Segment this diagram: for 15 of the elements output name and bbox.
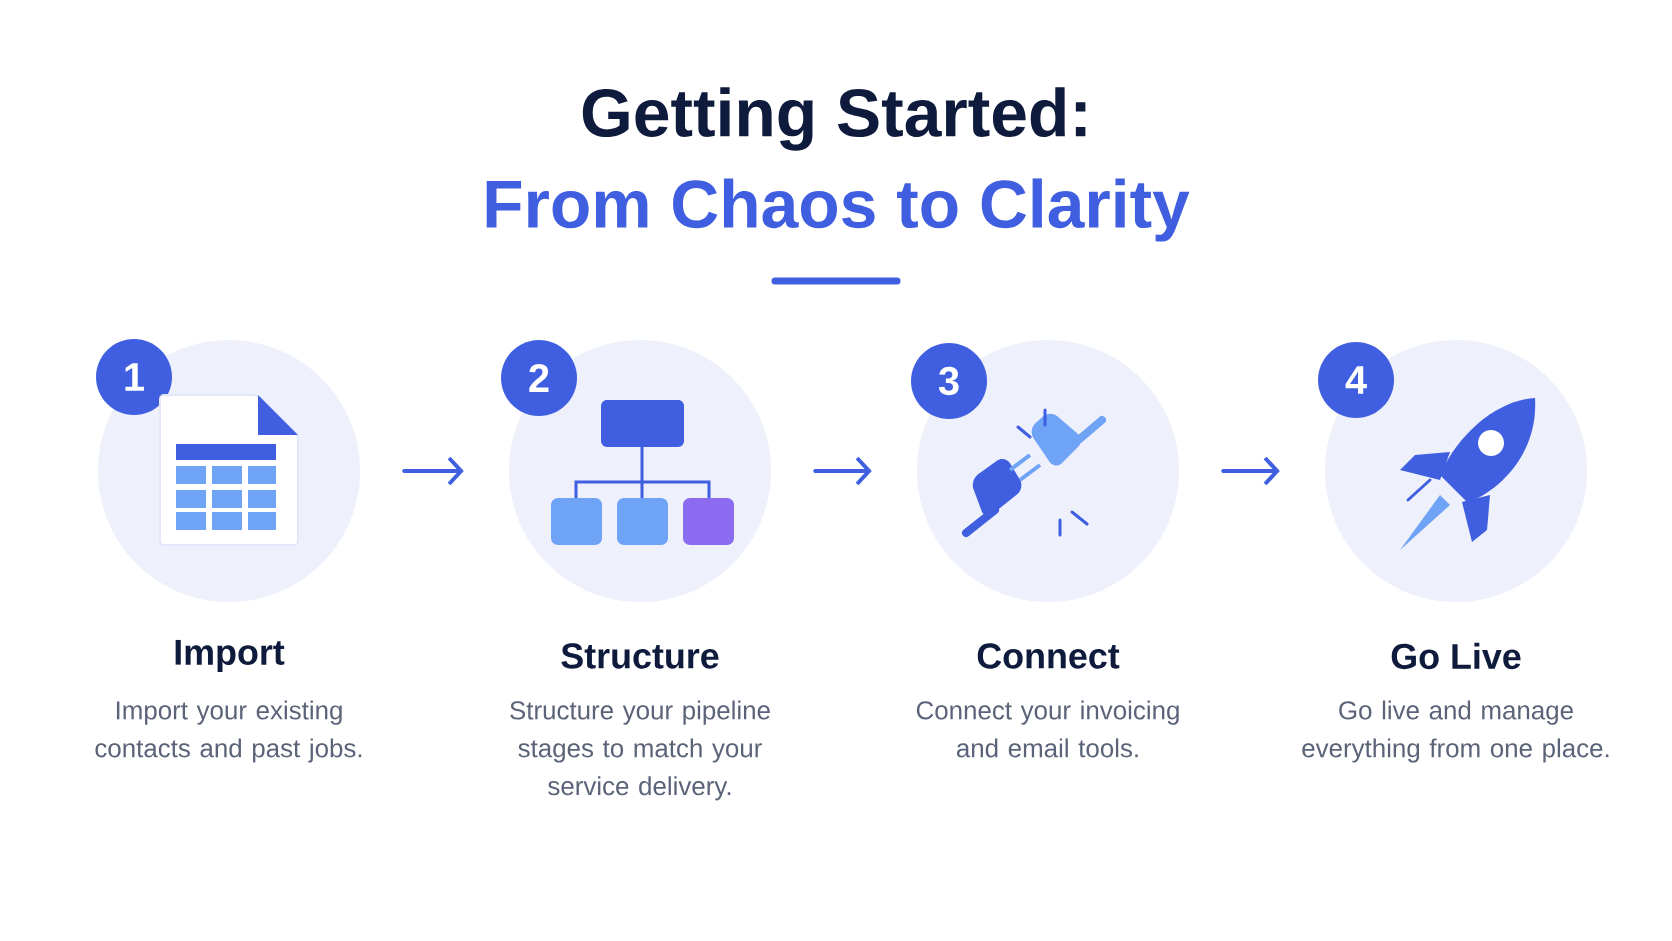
arrow — [402, 456, 464, 486]
title: Getting Started: — [582, 87, 1086, 151]
step-title: Go Live — [1391, 642, 1521, 670]
number-badge: 4 — [1318, 342, 1394, 418]
step-title: Structure — [561, 643, 719, 669]
number-badge: 1 — [96, 339, 172, 415]
subtitle: From Chaos to Clarity — [486, 178, 1190, 242]
number-badge: 2 — [501, 340, 577, 416]
step-description: Import your existing contacts and past jobs. — [95, 700, 362, 763]
number-badge: 3 — [911, 343, 987, 419]
step-description: Structure your pipeline stages to match your service delivery. — [510, 700, 770, 801]
step-title: Import — [175, 639, 285, 673]
step-description: Connect your invoicing and email tools. — [916, 700, 1179, 758]
step-title: Connect — [977, 643, 1120, 669]
step-description: Go live and manage everything from one place. — [1302, 700, 1609, 763]
